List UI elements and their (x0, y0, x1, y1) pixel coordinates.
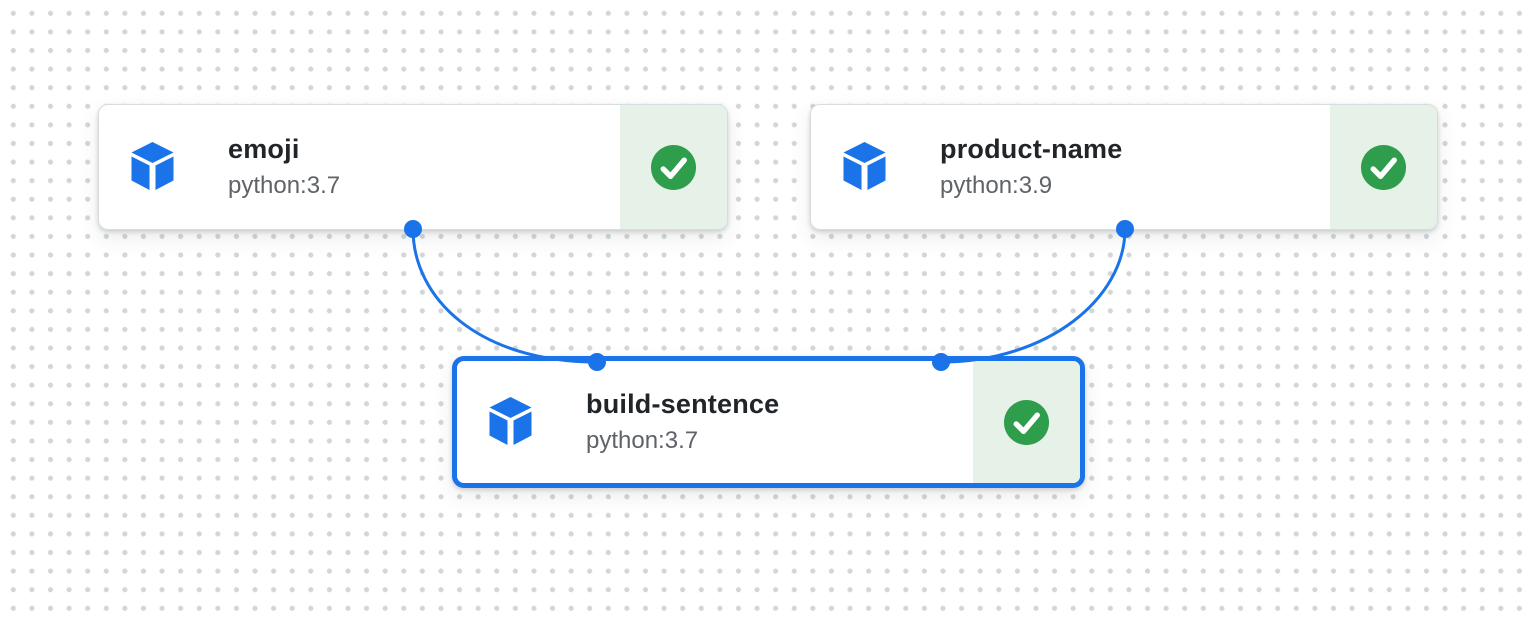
edge-product-name-to-build-sentence (940, 228, 1127, 364)
check-circle-icon (650, 144, 697, 190)
container-cube-icon (131, 142, 174, 190)
node-title: product-name (940, 134, 1123, 165)
edge-emoji-to-build-sentence (411, 228, 598, 364)
pipeline-node-emoji[interactable]: emoji python:3.7 (98, 104, 728, 230)
pipeline-node-product-name[interactable]: product-name python:3.9 (810, 104, 1438, 230)
node-image-label: python:3.9 (940, 172, 1053, 200)
container-cube-icon (489, 397, 532, 445)
node-text: product-name python:3.9 (940, 134, 1122, 200)
status-panel (620, 105, 727, 229)
node-image-label: python:3.7 (228, 172, 341, 200)
node-text: build-sentence python:3.7 (586, 389, 779, 455)
node-text: emoji python:3.7 (228, 134, 340, 200)
node-body: product-name python:3.9 (811, 105, 1330, 229)
check-circle-icon (1003, 399, 1050, 445)
pipeline-node-build-sentence[interactable]: build-sentence python:3.7 (452, 356, 1085, 488)
node-title: emoji (228, 134, 300, 165)
node-title: build-sentence (586, 389, 780, 420)
status-panel (973, 361, 1080, 483)
container-cube-icon (843, 142, 886, 190)
node-body: build-sentence python:3.7 (457, 361, 973, 483)
status-panel (1330, 105, 1437, 229)
node-body: emoji python:3.7 (99, 105, 620, 229)
check-circle-icon (1360, 144, 1407, 190)
node-image-label: python:3.7 (586, 427, 699, 455)
